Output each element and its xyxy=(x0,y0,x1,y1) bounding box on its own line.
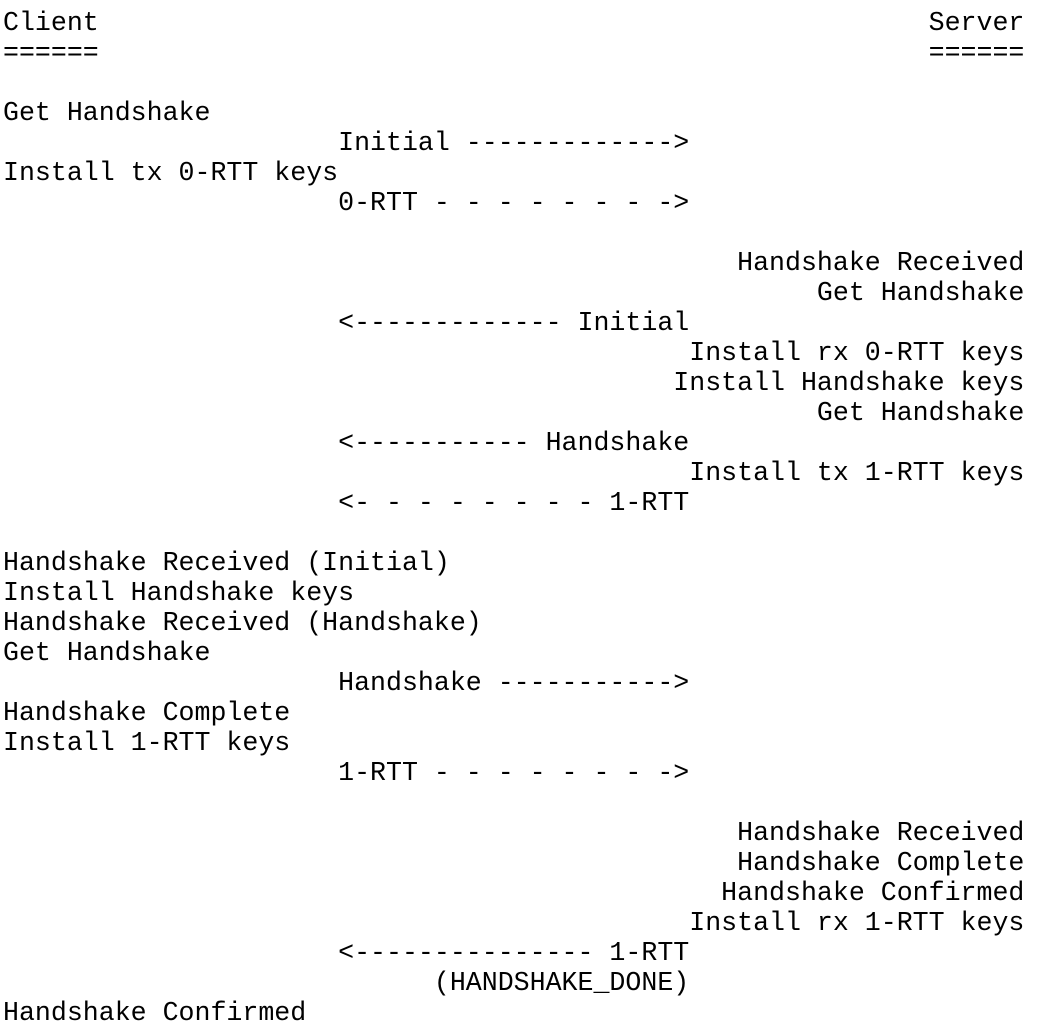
client-event-line: Handshake Received (Handshake) xyxy=(3,608,482,638)
blank-line xyxy=(3,788,1033,818)
server-event-line: Handshake Received xyxy=(3,248,1025,278)
client-event-line: Get Handshake xyxy=(3,638,211,668)
server-event-line: Install Handshake keys xyxy=(3,368,1025,398)
client-event-line: Get Handshake xyxy=(3,98,211,128)
server-event-line: Install tx 1-RTT keys xyxy=(3,458,1025,488)
server-event-line: Handshake Received xyxy=(3,818,1025,848)
header-labels-line: Client Server xyxy=(3,8,1025,38)
server-event-line: Install rx 1-RTT keys xyxy=(3,908,1025,938)
arrow-initial-to-client: <------------- Initial xyxy=(3,308,690,338)
server-event-line: Get Handshake xyxy=(3,398,1025,428)
server-event-line: Handshake Complete xyxy=(3,848,1025,878)
handshake-done-label: (HANDSHAKE_DONE) xyxy=(3,968,690,998)
blank-line xyxy=(3,218,1033,248)
handshake-sequence-diagram: Client Server ====== ====== Get Handshak… xyxy=(3,8,1033,1028)
client-event-line: Handshake Confirmed xyxy=(3,998,307,1028)
arrow-handshake-to-client: <----------- Handshake xyxy=(3,428,690,458)
blank-line xyxy=(3,518,1033,548)
server-event-line: Handshake Confirmed xyxy=(3,878,1025,908)
arrow-1rtt-to-client: <--------------- 1-RTT xyxy=(3,938,690,968)
client-event-line: Handshake Received (Initial) xyxy=(3,548,450,578)
server-event-line: Install rx 0-RTT keys xyxy=(3,338,1025,368)
client-event-line: Install Handshake keys xyxy=(3,578,355,608)
client-event-line: Handshake Complete xyxy=(3,698,291,728)
header-underline-line: ====== ====== xyxy=(3,38,1025,68)
arrow-1rtt-to-server: 1-RTT - - - - - - - -> xyxy=(3,758,690,788)
arrow-handshake-to-server: Handshake -----------> xyxy=(3,668,690,698)
client-event-line: Install 1-RTT keys xyxy=(3,728,291,758)
blank-line xyxy=(3,68,1033,98)
server-event-line: Get Handshake xyxy=(3,278,1025,308)
client-event-line: Install tx 0-RTT keys xyxy=(3,158,339,188)
arrow-0rtt-to-server: 0-RTT - - - - - - - -> xyxy=(3,188,690,218)
arrow-1rtt-to-client: <- - - - - - - - 1-RTT xyxy=(3,488,690,518)
arrow-initial-to-server: Initial -------------> xyxy=(3,128,690,158)
